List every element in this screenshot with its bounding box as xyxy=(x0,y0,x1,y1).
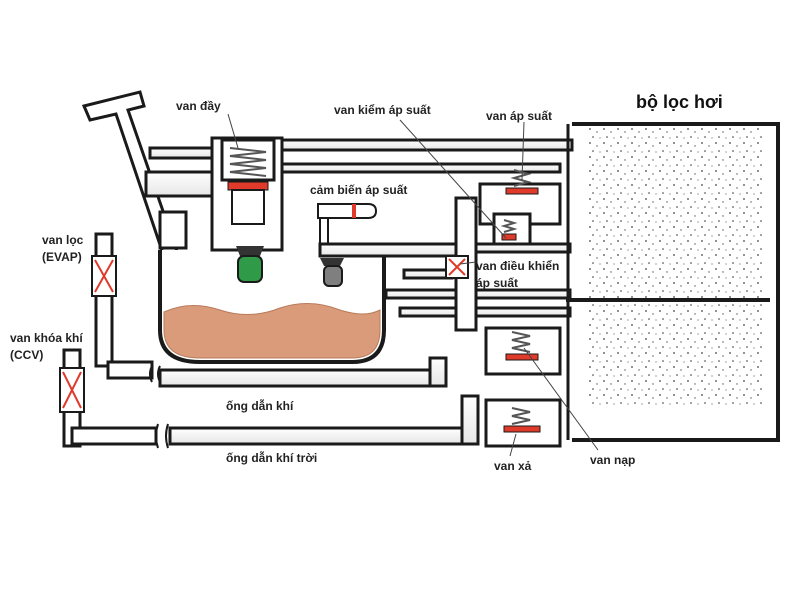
leader-lines xyxy=(227,113,599,457)
label-intake-valve: van nạp xyxy=(590,453,636,467)
vapor-filter xyxy=(566,122,780,442)
label-ccv-valve: van khóa khí (CCV) xyxy=(10,331,83,362)
ccv-valve-x xyxy=(59,367,85,413)
intake-valve xyxy=(505,331,539,361)
air-pipe-break xyxy=(149,365,161,383)
pressure-check-valve xyxy=(500,219,518,241)
label-evap-valve: van lọc (EVAP) xyxy=(42,233,84,264)
label-vapor-filter: bộ lọc hơi xyxy=(636,92,723,112)
green-float xyxy=(236,246,264,283)
label-drain-valve: van xả xyxy=(494,459,532,473)
pressure-control-valve-x xyxy=(445,255,469,279)
label-pressure-valve: van áp suất xyxy=(486,109,553,123)
pressure-valve xyxy=(505,169,539,195)
label-fresh-air-pipe: ống dẫn khí trời xyxy=(226,451,318,465)
fresh-air-pipe xyxy=(168,394,480,446)
label-filler-valve: van đầy xyxy=(176,99,221,113)
gray-float xyxy=(320,258,344,287)
fresh-air-pipe-break xyxy=(155,423,169,449)
pressure-sensor xyxy=(317,203,378,251)
filler-valve xyxy=(220,138,276,225)
fuel-tank xyxy=(158,250,386,364)
evap-valve-x xyxy=(91,255,117,297)
label-pressure-check-valve: van kiểm áp suất xyxy=(334,103,431,117)
fuel-level xyxy=(163,303,381,359)
label-air-pipe: ống dẫn khí xyxy=(226,399,294,413)
label-pressure-control-valve: van điều khiển áp suất xyxy=(476,259,560,290)
label-pressure-sensor: cảm biến áp suất xyxy=(310,183,408,197)
drain-valve xyxy=(503,407,541,433)
